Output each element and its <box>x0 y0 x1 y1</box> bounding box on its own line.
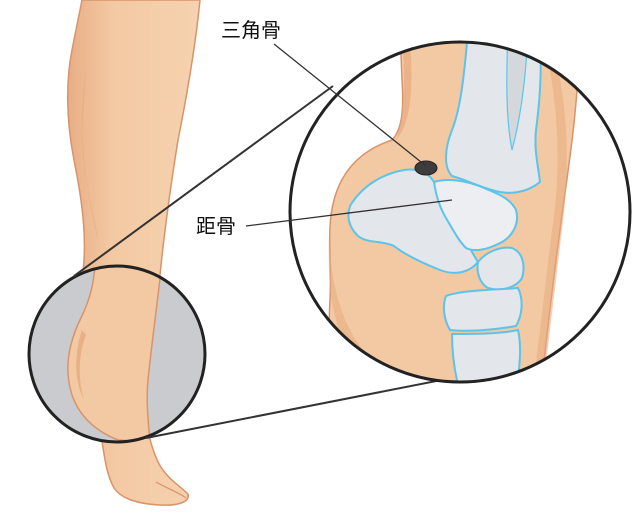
cuneiform-bone-1 <box>442 286 523 332</box>
callout-os-trigonum <box>273 43 427 167</box>
skin-back-shadow <box>396 42 412 140</box>
navicular-bone <box>476 246 525 291</box>
skin-front-shadow <box>534 60 567 380</box>
talus-bone <box>432 179 518 252</box>
os-trigonum-bone <box>414 160 438 176</box>
talus-label: 距骨 <box>196 214 236 238</box>
os-trigonum-label: 三角骨 <box>221 18 281 42</box>
connector-bottom <box>145 373 473 439</box>
large-magnifier <box>288 40 632 384</box>
large-magnifier-ring <box>288 40 632 384</box>
metatarsal-bone <box>450 328 522 382</box>
magnifier-connectors <box>73 85 473 439</box>
heel-shadow-small <box>76 330 86 400</box>
heel-in-small-circle <box>67 266 163 442</box>
connector-top <box>73 85 334 277</box>
callout-lines <box>245 43 453 227</box>
small-magnifier-ring <box>27 264 207 444</box>
fibula-bone <box>506 42 529 151</box>
small-magnifier <box>27 264 207 444</box>
callout-talus <box>245 199 453 227</box>
toe-detail <box>155 481 187 499</box>
